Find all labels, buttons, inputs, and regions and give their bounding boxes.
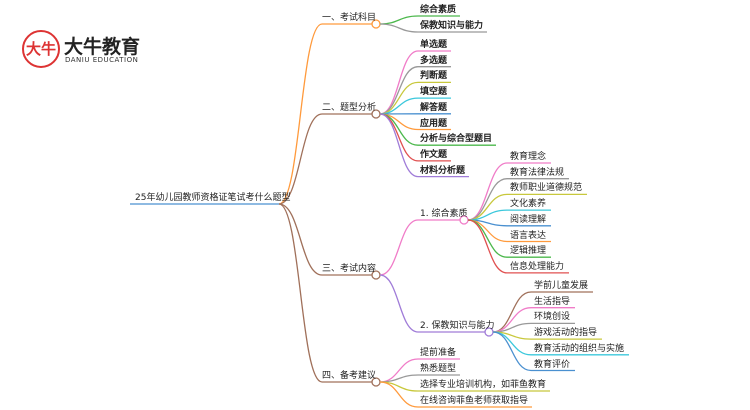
leaf-node[interactable]: 选择专业培训机构，如菲鱼教育: [420, 380, 547, 390]
branch-node[interactable]: 二、题型分析: [322, 103, 377, 113]
leaf-connector: [467, 219, 508, 274]
root-node[interactable]: 25年幼儿园教师资格证笔试考什么题型: [135, 193, 291, 203]
logo-mark: 大牛: [22, 30, 60, 68]
leaf-connector: [467, 162, 508, 221]
leaf-node[interactable]: 文化素养: [510, 199, 547, 210]
branch-node[interactable]: 三、考试内容: [322, 264, 377, 274]
leaf-connector: [467, 178, 508, 221]
leaf-node[interactable]: 阅读理解: [510, 214, 547, 225]
branch-connector: [278, 203, 323, 383]
branch-connector: [278, 113, 323, 205]
leaf-node[interactable]: 信息处理能力: [510, 261, 565, 272]
leaf-connector: [379, 23, 419, 33]
leaf-node[interactable]: 作文题: [420, 149, 448, 160]
sub-node[interactable]: 2. 保教知识与能力: [420, 321, 495, 331]
leaf-connector: [379, 15, 419, 25]
leaf-node[interactable]: 填空题: [420, 87, 448, 98]
leaf-connector: [379, 66, 419, 115]
leaf-node[interactable]: 游戏活动的指导: [534, 328, 598, 339]
leaf-connector: [492, 331, 532, 372]
leaf-node[interactable]: 在线咨询菲鱼老师获取指导: [420, 396, 529, 406]
leaf-node[interactable]: 保教知识与能力: [420, 21, 484, 31]
leaf-connector: [379, 50, 419, 115]
leaf-node[interactable]: 分析与综合型题目: [420, 134, 493, 145]
leaf-node[interactable]: 语言表达: [510, 230, 547, 241]
sub-connector: [379, 274, 419, 333]
leaf-node[interactable]: 教师职业道德规范: [510, 183, 583, 194]
leaf-node[interactable]: 生活指导: [534, 296, 571, 307]
leaf-node[interactable]: 环境创设: [534, 312, 571, 323]
leaf-node[interactable]: 教育法律法规: [510, 167, 565, 178]
leaf-connector: [379, 381, 419, 408]
branch-node[interactable]: 四、备考建议: [322, 371, 377, 381]
leaf-node[interactable]: 教育理念: [510, 152, 547, 162]
leaf-node[interactable]: 解答题: [420, 102, 448, 113]
branch-node[interactable]: 一、考试科目: [322, 13, 377, 23]
leaf-connector: [379, 113, 419, 178]
leaf-connector: [492, 291, 532, 333]
leaf-node[interactable]: 应用题: [420, 118, 448, 129]
logo-subtitle: DANIU EDUCATION: [65, 56, 139, 64]
logo-name: 大牛教育: [64, 36, 141, 58]
leaf-node[interactable]: 判断题: [420, 71, 448, 82]
leaf-node[interactable]: 熟悉题型: [420, 364, 457, 374]
sub-node[interactable]: 1. 综合素质: [420, 209, 468, 219]
branch-connector: [278, 23, 323, 205]
sub-connector: [379, 219, 419, 276]
branch-connector: [278, 203, 323, 276]
leaf-node[interactable]: 单选题: [420, 40, 448, 50]
leaf-node[interactable]: 综合素质: [420, 5, 457, 15]
leaf-node[interactable]: 逻辑推理: [510, 246, 547, 257]
leaf-node[interactable]: 教育活动的组织与实施: [534, 343, 625, 354]
leaf-node[interactable]: 学前儿童发展: [534, 281, 589, 291]
leaf-node[interactable]: 教育评价: [534, 359, 571, 370]
leaf-node[interactable]: 提前准备: [420, 348, 457, 358]
leaf-node[interactable]: 材料分析题: [420, 165, 466, 176]
logo: 大牛 大牛教育 DANIU EDUCATION: [22, 30, 152, 70]
leaf-node[interactable]: 多选题: [420, 55, 448, 66]
